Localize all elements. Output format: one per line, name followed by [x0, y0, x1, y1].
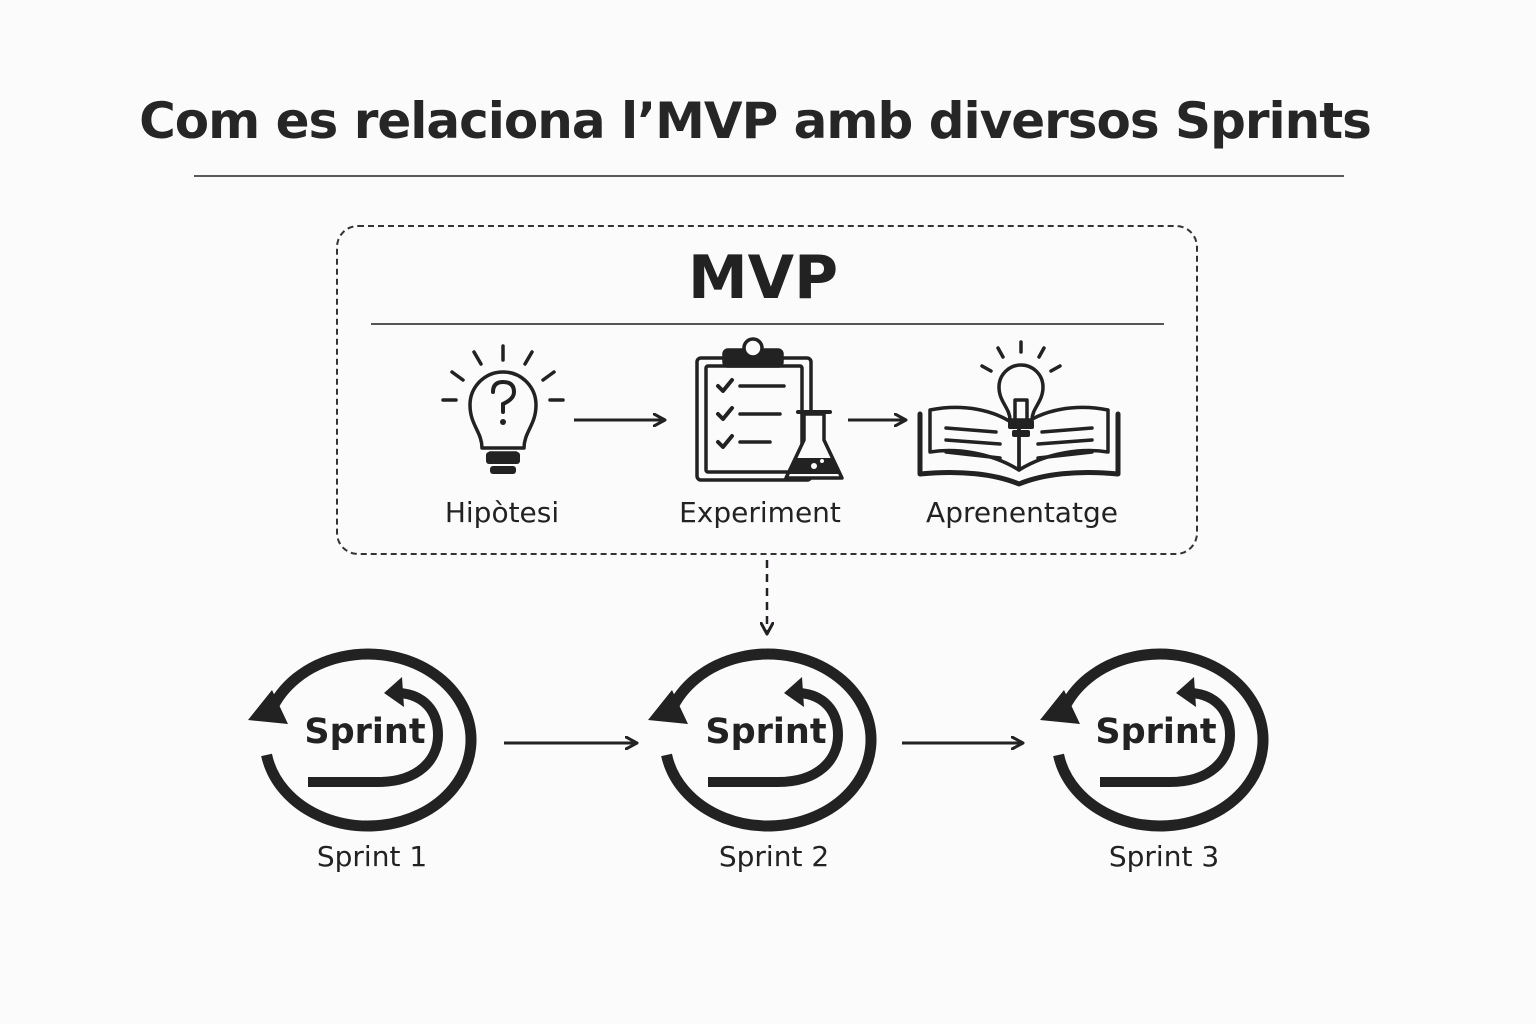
sprint-cycle-icon-2 — [648, 648, 877, 832]
step-label-learning: Aprenentatge — [926, 496, 1118, 529]
lightbulb-question-icon — [441, 344, 565, 474]
sprint-2-inner-text: Sprint — [705, 712, 827, 752]
mvp-heading: MVP — [687, 243, 839, 313]
title-divider — [194, 175, 1344, 177]
clipboard-flask-icon — [695, 337, 844, 482]
sprint-3-inner-text: Sprint — [1095, 712, 1217, 752]
mvp-box — [336, 225, 1198, 555]
sprint-1-inner-text: Sprint — [304, 712, 426, 752]
mvp-divider — [371, 323, 1164, 325]
sprint-2-label: Sprint 2 — [718, 840, 830, 873]
diagram-title: Com es relaciona l’MVP amb diversos Spri… — [139, 92, 1372, 150]
step-label-experiment: Experiment — [679, 496, 841, 529]
step-label-hypothesis: Hipòtesi — [444, 496, 560, 529]
sprint-3-label: Sprint 3 — [1108, 840, 1220, 873]
book-lightbulb-icon — [917, 340, 1121, 487]
sprint-cycle-icon-3 — [1040, 648, 1269, 832]
sprint-cycle-icon-1 — [248, 648, 477, 832]
sprint-1-label: Sprint 1 — [316, 840, 428, 873]
